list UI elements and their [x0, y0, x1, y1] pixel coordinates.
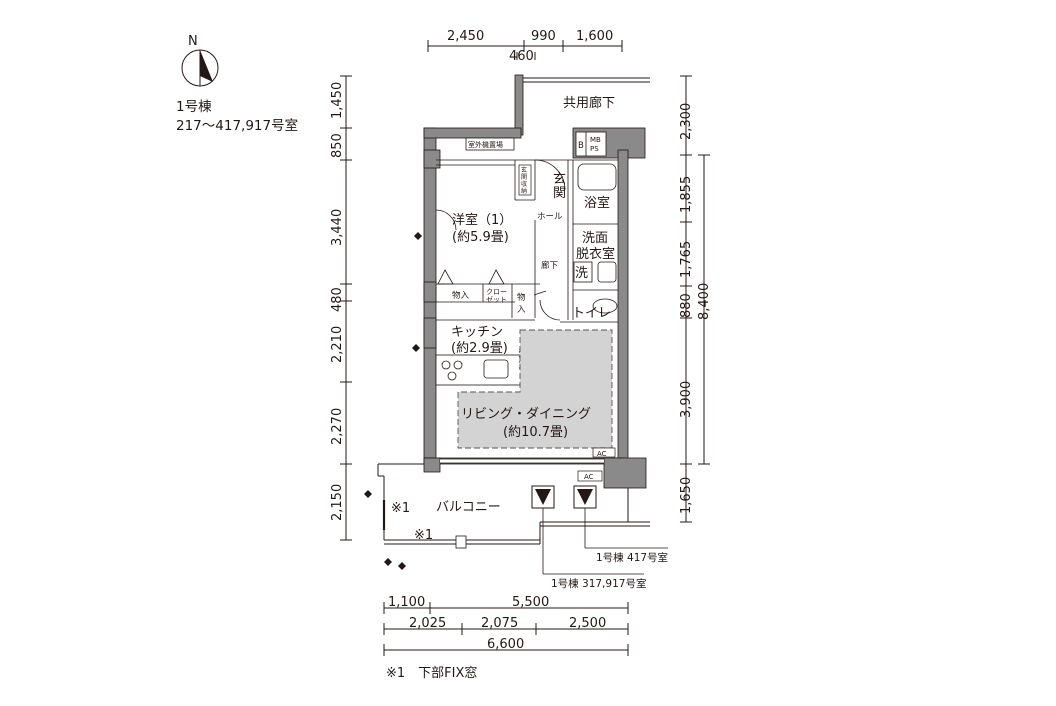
balcony [377, 463, 650, 549]
dim-bottom-2500: 2,500 [569, 616, 606, 631]
kitchen-label: キッチン [451, 325, 503, 340]
bottom-dimensions: 1,100 5,500 2,025 2,075 2,500 6,600 [383, 595, 629, 656]
dim-right-total-8400: 8,400 [697, 283, 712, 320]
window-marker-icon [384, 558, 392, 566]
ac-box-living [592, 447, 616, 458]
genkan-storage-box [518, 164, 532, 196]
bathtub [577, 163, 617, 191]
units-label: 217～417,917号室 [176, 117, 298, 134]
dim-top-460: 460 [509, 49, 534, 64]
outdoor-unit-label: 室外機置場 [468, 140, 503, 149]
balcony-marker-icon [531, 485, 555, 509]
callout-unit-317-917: 1号棟 317,917号室 [551, 577, 646, 590]
stove-burner-icon [447, 371, 457, 381]
dim-left-850: 850 [330, 133, 345, 158]
kitchen-counter [435, 354, 529, 386]
stove-burner-icon [441, 360, 451, 370]
closet-label-1: クロー [486, 288, 507, 296]
dim-bottom-1100: 1,100 [388, 595, 425, 610]
genkan-storage-char3: 収 [521, 181, 527, 188]
dim-right-2300: 2,300 [679, 103, 694, 140]
kitchen-size: (約2.9畳) [451, 341, 508, 356]
genkan-storage-char1: 玄 [521, 166, 527, 174]
dim-left-2270: 2,270 [330, 408, 345, 445]
western-room-size: (約5.9畳) [452, 230, 509, 245]
callout-unit-417: 1号棟 417号室 [596, 551, 668, 564]
dim-top-990: 990 [531, 29, 556, 44]
washroom-label-1: 洗面 [582, 231, 608, 246]
balcony-label: バルコニー [436, 500, 501, 515]
toilet-bowl [592, 298, 618, 314]
north-arrow-icon [181, 49, 219, 87]
dim-left-1450: 1,450 [330, 82, 345, 119]
storage2-label-1: 物 [517, 292, 526, 303]
kitchen-sink [483, 359, 509, 379]
window-marker-icon [414, 232, 422, 240]
genkan-storage-char2: 関 [521, 174, 527, 181]
washroom-label-2: 脱衣室 [576, 246, 615, 262]
toilet-label: トイレ [572, 306, 611, 321]
dim-right-1650: 1,650 [679, 477, 694, 514]
hall-label: ホール [537, 212, 563, 222]
western-room-label: 洋室（1） [452, 212, 512, 228]
dim-bottom-2025: 2,025 [409, 616, 446, 631]
living-size: (約10.7畳) [503, 425, 568, 440]
dim-left-2150: 2,150 [330, 484, 345, 521]
dim-right-1765: 1,765 [679, 241, 694, 278]
top-dimensions: 2,450 990 1,600 460 [427, 29, 623, 64]
dim-top-1600: 1,600 [576, 29, 613, 44]
dim-top-2450: 2,450 [447, 29, 484, 44]
dim-left-480: 480 [330, 287, 345, 312]
ac-label-living: AC [597, 450, 607, 458]
dim-right-880: 880 [679, 293, 694, 318]
mb-label: MB [590, 136, 601, 144]
dim-bottom-5500: 5,500 [512, 595, 549, 610]
living-label: リビング・ダイニング [461, 407, 591, 422]
dim-left-2210: 2,210 [330, 326, 345, 363]
genkan-storage-char4: 納 [521, 187, 527, 195]
footnote: ※1 下部FIX窓 [386, 665, 477, 681]
fix-window-mark-1: ※1 [391, 501, 410, 516]
ps-label: PS [590, 145, 599, 153]
building-label: 1号棟 [176, 99, 212, 115]
b-label: B [578, 141, 584, 151]
outdoor-unit-box [465, 137, 515, 151]
dim-right-3900: 3,900 [679, 381, 694, 418]
left-dimensions: 1,450 850 3,440 480 2,210 2,270 2,150 [330, 75, 352, 541]
dim-bottom-2075: 2,075 [481, 616, 518, 631]
right-dimensions: 2,300 1,855 1,765 880 3,900 1,650 8,400 [679, 75, 712, 523]
genkan-char2: 関 [553, 186, 566, 201]
hallway-label: 廊下 [541, 260, 559, 271]
stove-burner-icon [453, 360, 463, 370]
storage2-label-2: 入 [517, 305, 526, 315]
ac-label-balcony: AC [584, 473, 594, 481]
balcony-marker-icon [573, 485, 597, 509]
window-marker-icon [398, 562, 406, 570]
closet-label-2: ゼット [486, 295, 507, 304]
wash-label: 洗 [575, 266, 588, 281]
genkan-char1: 玄 [553, 172, 566, 187]
dim-left-3440: 3,440 [330, 209, 345, 246]
dim-right-1855: 1,855 [679, 176, 694, 213]
corridor-label: 共用廊下 [563, 95, 615, 111]
window-marker-icon [412, 344, 420, 352]
washing-machine-box [573, 261, 593, 283]
mb-ps-box: B MB PS [575, 131, 607, 157]
wash-basin [597, 261, 617, 283]
window-marker-icon [364, 490, 372, 498]
partitions [435, 159, 618, 323]
bath-label: 浴室 [584, 195, 610, 211]
storage1-label: 物入 [452, 290, 470, 301]
ac-box-balcony [577, 470, 603, 482]
dim-bottom-total-6600: 6,600 [487, 637, 524, 652]
living-area [457, 329, 613, 449]
fix-window-mark-2: ※1 [414, 528, 433, 543]
north-label: N [188, 34, 198, 49]
